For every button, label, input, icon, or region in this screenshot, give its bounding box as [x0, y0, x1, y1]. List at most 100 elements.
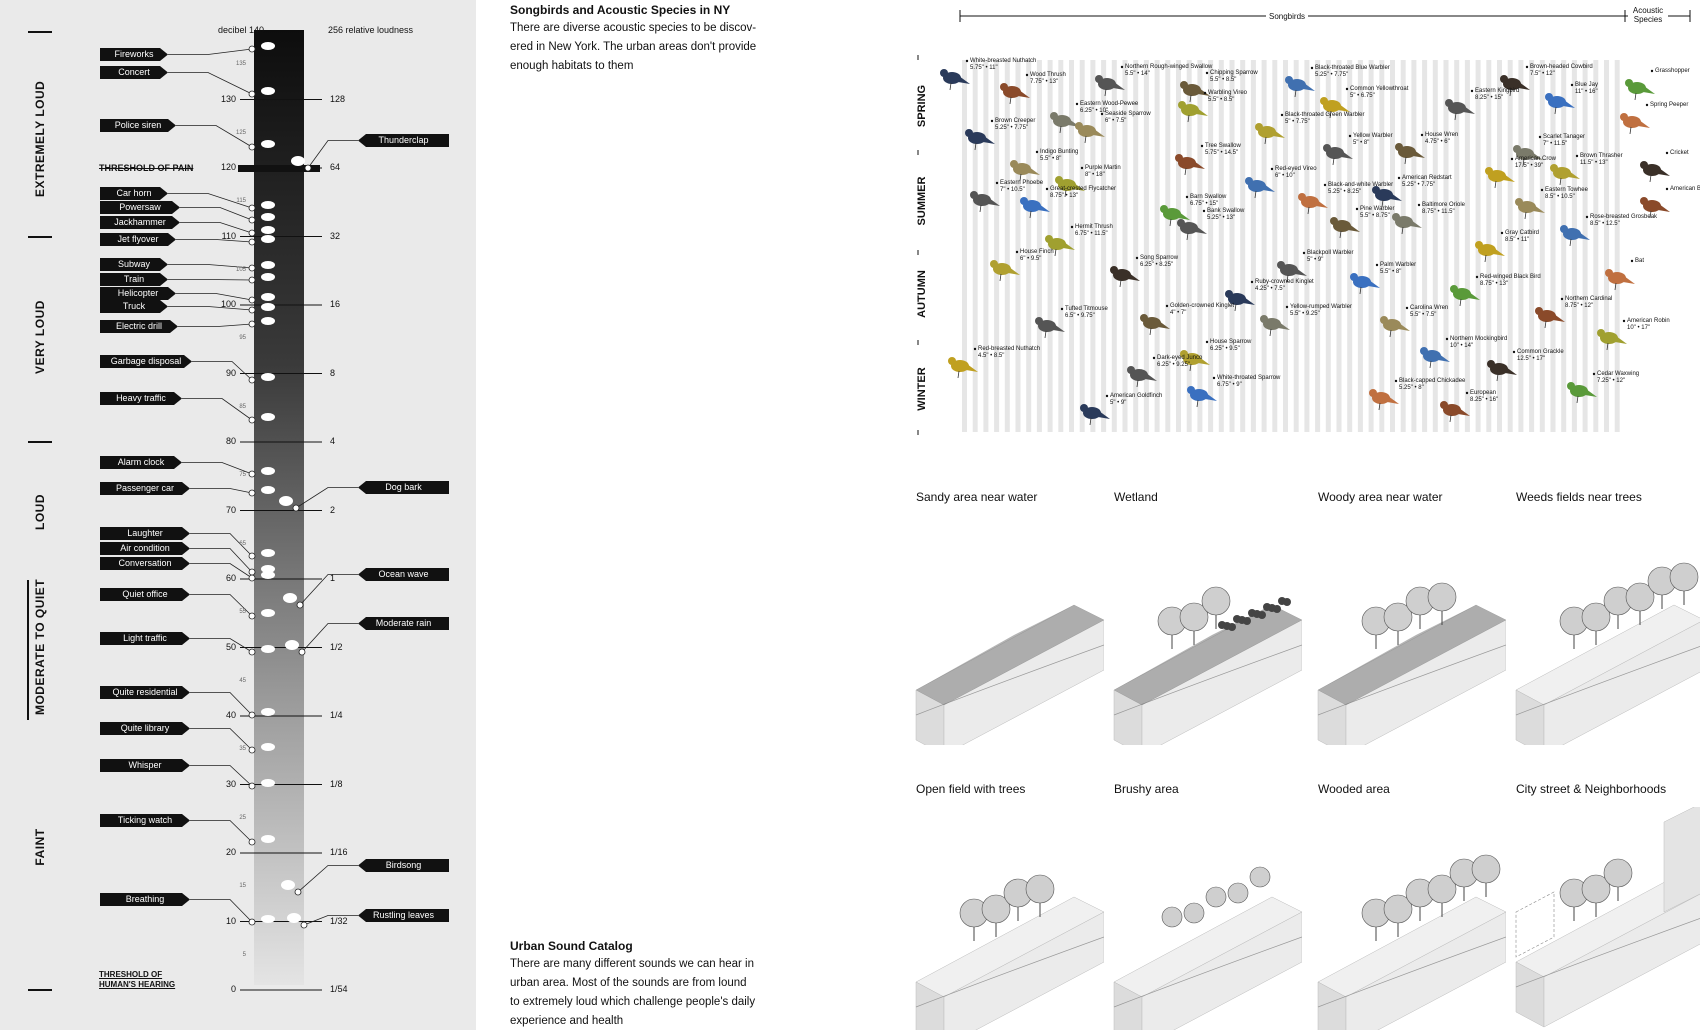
sound-leader-dot [300, 921, 308, 929]
sound-tag-right: Moderate rain [358, 617, 449, 630]
bird-figure-icon [1330, 217, 1360, 239]
bird-stripe [1283, 60, 1288, 432]
habitat-title: Weeds fields near trees [1516, 490, 1642, 504]
bird-label-dot [1205, 71, 1209, 75]
bird-label-dot [1025, 73, 1029, 77]
sound-silhouette-icon [261, 42, 275, 50]
bird-label-dot [1465, 391, 1469, 395]
block-front-face [943, 911, 1104, 1030]
sound-leader-dot [248, 376, 256, 384]
bird-figure-icon [1450, 285, 1480, 307]
sound-leader-dot [248, 306, 256, 314]
bird-size: 8.5" • 10.5" [1545, 194, 1575, 200]
catalog-text-line: There are many different sounds we can h… [510, 958, 754, 970]
habitat-block-diagram [915, 604, 1104, 745]
bird-name: Tree Swallow [1205, 143, 1241, 149]
bird-label-dot [1512, 350, 1516, 354]
bird-size: 4" • 7" [1170, 310, 1187, 316]
bird-stripe [1550, 60, 1556, 432]
block-side-face [1317, 981, 1347, 1030]
bird-size: 8.75" • 13" [1480, 281, 1509, 287]
bird-label-dot [1592, 372, 1596, 376]
bird-stripe [1218, 60, 1224, 432]
bird-name: House Wren [1425, 132, 1459, 138]
bird-label-dot [1394, 379, 1398, 383]
sound-leader-dot [296, 601, 304, 609]
habitat-title: Wetland [1114, 490, 1158, 504]
decibel-tick-label: 40 [225, 710, 236, 720]
songbirds-title: Songbirds and Acoustic Species in NY [510, 3, 731, 17]
bird-figure-icon [1225, 290, 1255, 312]
bird-name: Eastern Wood-Pewee [1080, 101, 1139, 107]
songbirds-text-line: ered in New York. The urban areas don't … [510, 41, 757, 53]
bird-figure-icon [1055, 176, 1085, 198]
bird-label-dot [1105, 394, 1109, 398]
songbirds-axis-label: Songbirds [1266, 12, 1309, 21]
sound-leader-line [297, 865, 358, 893]
bird-size: 4.5" • 8.5" [978, 353, 1005, 359]
sound-silhouette-icon [261, 317, 275, 325]
decibel-tick-label: 130 [220, 93, 236, 104]
bird-name: Indigo Bunting [1040, 149, 1079, 155]
bird-size: 7" • 10.5" [1000, 187, 1025, 193]
bird-stripe [1454, 60, 1460, 432]
block-front-face [1141, 911, 1302, 1030]
bird-size: 6.75" • 11.5" [1075, 231, 1108, 237]
songbirds-text-line: There are diverse acoustic species to be… [510, 22, 757, 34]
bird-stripe [994, 60, 1000, 432]
bird-stripe [1336, 60, 1342, 432]
bird-name: White-throated Sparrow [1217, 375, 1281, 381]
bird-figure-icon [1177, 219, 1207, 241]
sound-leader-line [295, 487, 358, 509]
bird-label-dot [1665, 187, 1669, 191]
bird-stripe [1143, 60, 1149, 432]
bird-figure-icon [1485, 167, 1515, 189]
bird-stripe [1315, 60, 1321, 432]
sound-silhouette-icon [285, 640, 299, 650]
sound-tag-left: Conversation [100, 557, 190, 570]
sound-tag-left: Quite library [100, 722, 190, 735]
bird-size: 5" • 9" [1307, 257, 1324, 263]
bird-figure-icon [1369, 389, 1399, 411]
bird-stripe [1614, 60, 1620, 432]
bird-figure-icon [1180, 81, 1210, 103]
sound-leader-dot [248, 489, 256, 497]
bird-size: 5.25" • 8.25" [1328, 189, 1362, 195]
catalog-text-line: to extremely loud which challenge people… [510, 996, 756, 1008]
sound-silhouette-icon [261, 140, 275, 148]
bird-size: 5.25" • 7.75" [1402, 182, 1436, 188]
tree-crown-icon [1603, 858, 1633, 888]
bird-name: Yellow Warbler [1353, 133, 1393, 139]
block-side-face [915, 981, 945, 1030]
decibel-minor-tick: 5 [242, 951, 246, 958]
bird-name: Blackpoll Warbler [1307, 250, 1354, 256]
bird-size: 7" • 11.5" [1543, 141, 1568, 147]
bird-stripe [1390, 60, 1395, 432]
bird-figure-icon [1140, 314, 1170, 336]
bird-name: Brown Thrasher [1580, 153, 1623, 159]
bird-label-dot [1630, 259, 1634, 263]
bird-figure-icon [1178, 101, 1208, 123]
bird-stripe [1208, 60, 1214, 432]
bird-name: Common Grackle [1517, 349, 1564, 355]
decibel-minor-tick: 25 [239, 814, 246, 821]
sound-leader-dot [248, 45, 256, 53]
sound-leader-line [176, 293, 253, 301]
bird-name: Scarlet Tanager [1543, 134, 1585, 140]
bird-label-dot [1345, 87, 1349, 91]
sound-leader-line [190, 728, 253, 751]
